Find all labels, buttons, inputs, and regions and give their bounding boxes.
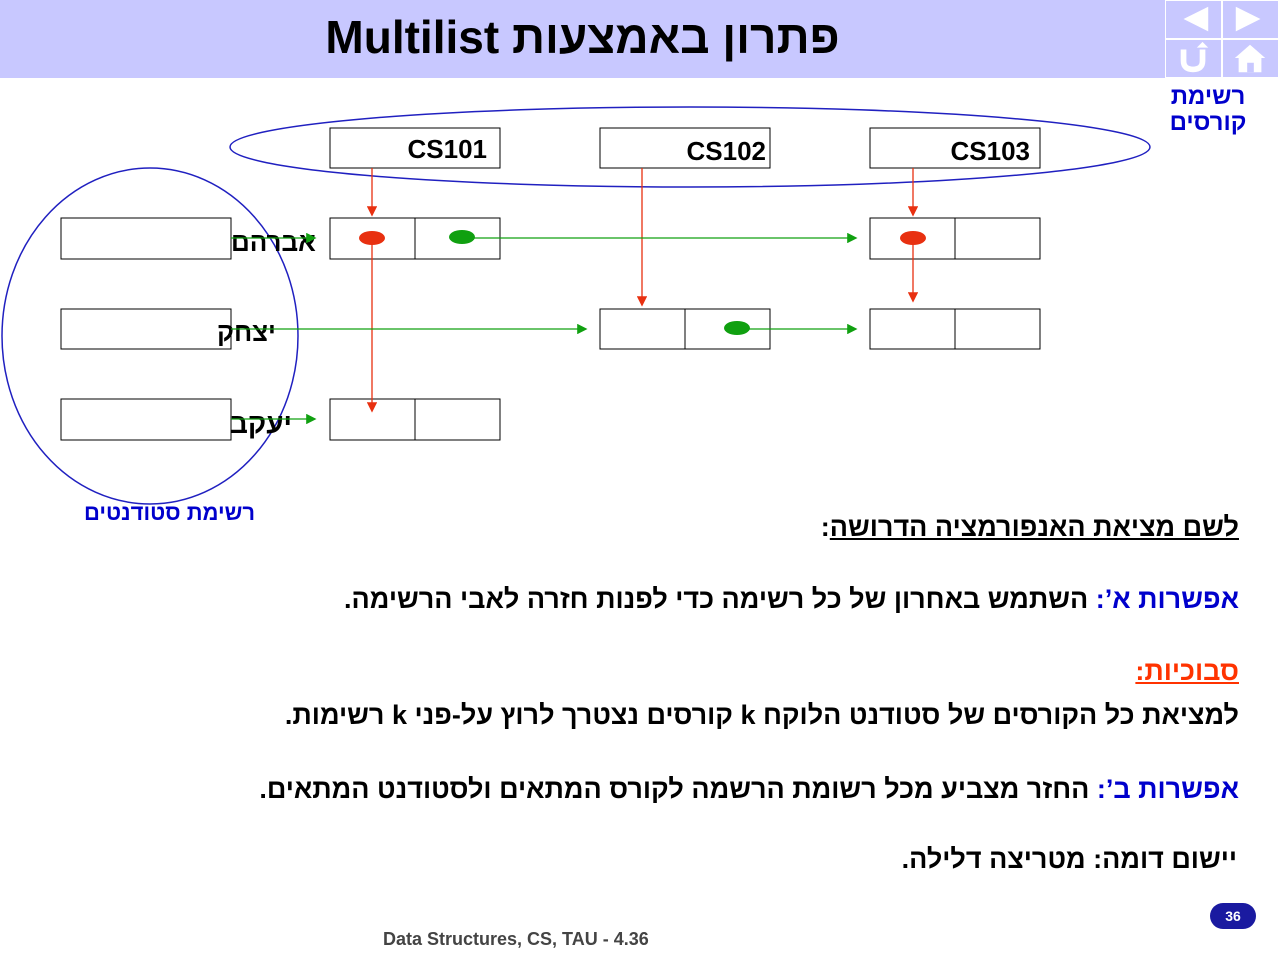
home-button[interactable] <box>1222 39 1279 78</box>
similar-application: יישום דומה: מטריצה דלילה. <box>901 844 1237 874</box>
course-pointer-dot <box>359 231 385 245</box>
option-a-line: אפשרות א’: השתמש באחרון של כל רשימה כדי … <box>344 584 1239 615</box>
course-node-1: CS101 <box>329 127 501 169</box>
slide-title: פתרון באמצעות Multilist <box>325 11 840 63</box>
heading-text: לשם מציאת האנפורמציה הדרושה <box>829 512 1239 542</box>
triangle-right-icon <box>1235 6 1261 32</box>
student-label-1: אברהם <box>231 227 316 257</box>
title-bar <box>0 0 1165 78</box>
student-node-2: יצחק <box>60 308 276 350</box>
option-b-line: אפשרות ב’: החזר מצביע מכל רשומת הרשמה לק… <box>259 774 1239 805</box>
course-label-1: CS101 <box>408 134 488 164</box>
option-a-label: אפשרות א’: <box>1095 584 1239 614</box>
complexity-label-line: סבוכיות: <box>1135 656 1239 687</box>
home-icon <box>1234 44 1266 73</box>
nav-panel <box>1165 0 1279 78</box>
course-node-3: CS103 <box>869 127 1041 169</box>
students-ellipse <box>1 167 299 505</box>
enroll-node-cs103-yitzhak <box>869 308 1041 350</box>
student-label-2: יצחק <box>217 317 276 347</box>
students-list-label: רשימת סטודנטים <box>84 500 256 525</box>
complexity-text: למציאת כל הקורסים של סטודנט הלוקח k קורס… <box>284 700 1239 730</box>
return-arrow-icon <box>1180 41 1209 73</box>
courses-ellipse <box>229 106 1151 188</box>
prev-slide-button[interactable] <box>1165 0 1222 39</box>
enroll-node-cs101-yaakov <box>329 398 501 441</box>
course-label-3: CS103 <box>951 136 1031 166</box>
option-b-text: החזר מצביע מכל רשומת הרשמה לקורס המתאים … <box>259 774 1097 804</box>
courses-list-label: רשימת קורסים <box>1160 84 1256 136</box>
student-label-3: יעקב <box>230 408 292 439</box>
complexity-label: סבוכיות: <box>1135 656 1239 686</box>
heading-line: לשם מציאת האנפורמציה הדרושה: <box>820 512 1239 542</box>
return-button[interactable] <box>1165 39 1222 78</box>
student-pointer-dot <box>449 230 475 244</box>
triangle-left-icon <box>1183 6 1209 32</box>
footer-text: Data Structures, CS, TAU - 4.36 <box>383 929 649 949</box>
course-pointer-dot <box>900 231 926 245</box>
slide-number-badge: 36 <box>1210 903 1256 929</box>
student-pointer-dot <box>724 321 750 335</box>
student-node-3: יעקב <box>60 398 292 441</box>
enroll-node-cs103-avraham <box>869 217 1041 260</box>
course-node-2: CS102 <box>599 127 771 169</box>
next-slide-button[interactable] <box>1222 0 1279 39</box>
option-a-text: השתמש באחרון של כל רשימה כדי לפנות חזרה … <box>344 584 1096 614</box>
course-label-2: CS102 <box>687 136 767 166</box>
option-b-label: אפשרות ב’: <box>1096 774 1239 804</box>
student-node-1: אברהם <box>60 217 316 260</box>
courses-label-line1: רשימת <box>1170 83 1246 110</box>
courses-label-line2: קורסים <box>1169 109 1247 136</box>
